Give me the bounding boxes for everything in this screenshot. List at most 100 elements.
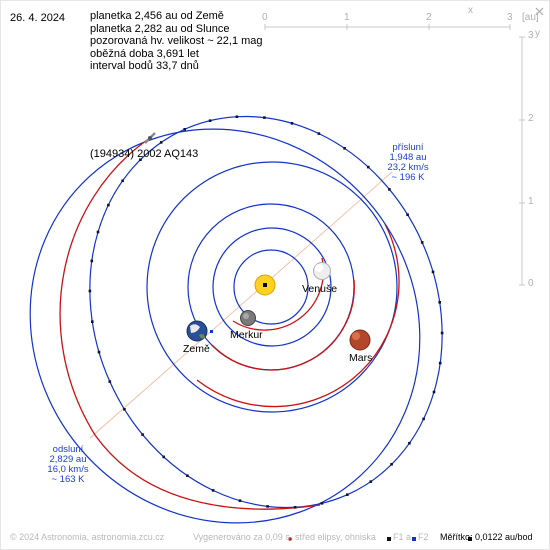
top-scale-tick: 0 xyxy=(262,12,268,23)
footer-copyright[interactable]: © 2024 Astronomia, astronomia.zcu.cz xyxy=(10,532,165,542)
mercury-planet xyxy=(240,310,256,326)
earth-label: Země xyxy=(183,343,210,355)
info-line: planetka 2,282 au od Slunce xyxy=(90,22,230,35)
orbit-point-mark xyxy=(438,301,441,304)
orbit-point-mark xyxy=(159,141,163,144)
ellipse-center-dot xyxy=(288,537,292,541)
info-line: pozorovaná hv. velikost ~ 22,1 mag xyxy=(90,35,263,47)
orbit-point-mark xyxy=(123,408,126,411)
orbit-point-mark xyxy=(91,320,94,323)
orbit-point-mark xyxy=(90,259,94,263)
mercury-orbit xyxy=(233,249,309,325)
orbit-point-mark xyxy=(211,489,215,492)
orbit-point-mark xyxy=(406,213,409,216)
info-block: planetka 2,456 au od Země planetka 2,282… xyxy=(90,10,263,73)
mercury-label: Merkur xyxy=(230,329,263,341)
aphelion-info: odsluní 2,829 au 16,0 km/s ~ 163 K xyxy=(42,445,94,485)
mars-orbit xyxy=(146,161,398,413)
orbit-point-mark xyxy=(162,455,165,459)
top-scale-axis: x xyxy=(468,5,473,16)
info-line: interval bodů 33,7 dnů xyxy=(90,60,199,72)
orbit-point-mark xyxy=(108,380,112,383)
footer-f1: F1 xyxy=(393,532,404,542)
footer-scale: Měřítko: 0,0122 au/bod xyxy=(440,532,533,542)
orbit-point-mark xyxy=(408,441,411,445)
orbit-point-mark xyxy=(343,147,346,150)
top-scale-tick: 1 xyxy=(344,12,350,23)
orbit-point-mark xyxy=(420,241,424,244)
apsis-line xyxy=(89,171,393,439)
aphelion-title: odsluní xyxy=(52,444,84,455)
orbit-point-mark xyxy=(141,433,144,436)
orbit-point-mark xyxy=(88,289,92,293)
orbit-point-mark xyxy=(438,361,442,365)
date-label: 26. 4. 2024 xyxy=(10,12,66,24)
asteroid-orbit-blue xyxy=(29,128,421,524)
top-scale-unit: [au] xyxy=(522,12,539,23)
right-scale-tick: 1 xyxy=(528,196,534,207)
perihelion-info: přísluní 1,948 au 23,2 km/s ~ 196 K xyxy=(382,143,434,183)
orbit-point-mark xyxy=(432,390,436,394)
aphelion-distance: 2,829 au xyxy=(49,454,87,465)
top-scale-tick: 2 xyxy=(426,12,432,23)
earth-planet xyxy=(186,320,213,342)
top-scale-tick: 3 xyxy=(507,12,513,23)
f1-square xyxy=(387,537,391,541)
right-scale-tick: 0 xyxy=(528,278,534,289)
orbit-point-mark xyxy=(235,115,239,118)
venus-orbit xyxy=(212,227,332,347)
footer-generated: Vygenerováno za 0,09 s xyxy=(193,532,290,542)
info-line: planetka 2,456 au od Země xyxy=(90,10,224,22)
orbit-point-mark xyxy=(263,116,266,119)
orbit-point-mark xyxy=(266,505,269,508)
orbit-point-mark xyxy=(186,474,189,477)
mars-planet xyxy=(349,329,371,351)
orbit-point-mark xyxy=(346,493,349,496)
orbit-point-mark xyxy=(390,463,393,466)
right-scale-tick: 2 xyxy=(528,113,534,124)
top-scale xyxy=(264,24,511,30)
right-scale-tick: 3 xyxy=(528,30,534,41)
orbit-point-mark xyxy=(367,165,370,169)
sun xyxy=(254,274,276,296)
venus-label: Venuše xyxy=(302,283,338,295)
orbit-point-mark xyxy=(317,132,321,135)
orbit-point-mark xyxy=(96,230,100,234)
perihelion-speed: 23,2 km/s xyxy=(387,162,429,173)
orbit-point-mark xyxy=(238,499,242,502)
footer-center-legend: střed elipsy, ohniska xyxy=(295,532,376,542)
mars-label: Mars xyxy=(349,352,373,364)
orbit-point-mark xyxy=(293,506,297,509)
perihelion-distance: 1,948 au xyxy=(389,152,427,163)
aphelion-temp: ~ 163 K xyxy=(51,474,85,485)
perihelion-title: přísluní xyxy=(392,142,424,153)
orbit-point-mark xyxy=(121,179,124,183)
orbit-point-mark xyxy=(183,128,186,131)
asteroid-orbit xyxy=(89,115,443,509)
orbit-point-mark xyxy=(431,270,435,274)
asteroid-name: (194934) 2002 AQ143 xyxy=(90,148,199,160)
aphelion-speed: 16,0 km/s xyxy=(47,464,89,475)
close-icon[interactable] xyxy=(535,7,544,16)
orbit-point-mark xyxy=(107,203,110,207)
perihelion-temp: ~ 196 K xyxy=(391,172,425,183)
footer-f2: F2 xyxy=(418,532,429,542)
orbit-point-mark xyxy=(369,480,373,483)
orbit-point-mark xyxy=(97,350,101,354)
footer-a: a xyxy=(406,532,412,542)
orbit-point-mark xyxy=(422,417,425,421)
mars-orbit-red-arc xyxy=(196,223,400,408)
orbit-point-mark xyxy=(139,158,142,161)
earth-orbit-red-arc xyxy=(211,279,355,371)
right-scale xyxy=(519,36,525,286)
orbit-point-mark xyxy=(440,331,444,335)
right-scale-axis: y xyxy=(535,28,540,39)
scale-square xyxy=(468,537,472,541)
f2-square xyxy=(412,537,416,541)
venus-planet xyxy=(313,262,331,280)
asteroid-orbit-red-half xyxy=(59,137,321,510)
info-line: oběžná doba 3,691 let xyxy=(90,47,199,60)
orbit-point-mark xyxy=(208,119,212,122)
orbit-point-mark xyxy=(290,122,294,125)
